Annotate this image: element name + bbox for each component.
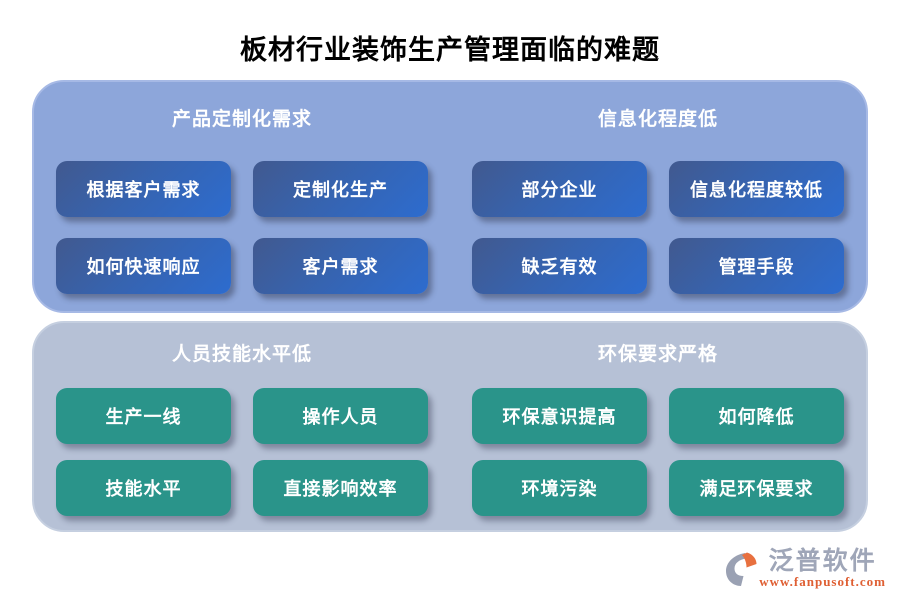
- issue-button[interactable]: 如何降低: [669, 388, 844, 444]
- panel-skill-environment: 人员技能水平低 生产一线 操作人员 技能水平 直接影响效率 环保要求严格 环保意…: [32, 321, 868, 532]
- issue-button[interactable]: 满足环保要求: [669, 460, 844, 516]
- issue-button[interactable]: 如何快速响应: [56, 238, 231, 294]
- section-environmental-requirements: 环保要求严格 环保意识提高 如何降低 环境污染 满足环保要求: [450, 323, 866, 530]
- issue-button[interactable]: 缺乏有效: [472, 238, 647, 294]
- issue-button[interactable]: 客户需求: [253, 238, 428, 294]
- section-header: 环保要求严格: [597, 344, 718, 365]
- issue-button[interactable]: 信息化程度较低: [669, 161, 844, 217]
- brand-url-link[interactable]: www.fanpusoft.com: [759, 574, 886, 589]
- page-title: 板材行业装饰生产管理面临的难题: [240, 35, 660, 65]
- section-header: 信息化程度低: [597, 109, 718, 130]
- section-header: 产品定制化需求: [171, 109, 312, 130]
- panel-customization-informatization: 产品定制化需求 根据客户需求 定制化生产 如何快速响应 客户需求 信息化程度低 …: [32, 80, 868, 313]
- issue-button[interactable]: 生产一线: [56, 388, 231, 444]
- section-product-customization: 产品定制化需求 根据客户需求 定制化生产 如何快速响应 客户需求: [34, 82, 450, 311]
- issue-button[interactable]: 直接影响效率: [253, 460, 428, 516]
- fanpu-logo-icon: [723, 548, 759, 595]
- section-low-skill-level: 人员技能水平低 生产一线 操作人员 技能水平 直接影响效率: [34, 323, 450, 530]
- issue-button[interactable]: 环境污染: [472, 460, 647, 516]
- issue-button[interactable]: 操作人员: [253, 388, 428, 444]
- issue-button[interactable]: 部分企业: [472, 161, 647, 217]
- issue-button[interactable]: 定制化生产: [253, 161, 428, 217]
- issue-button[interactable]: 环保意识提高: [472, 388, 647, 444]
- issue-button[interactable]: 技能水平: [56, 460, 231, 516]
- issue-button[interactable]: 根据客户需求: [56, 161, 231, 217]
- brand-name: 泛普软件: [768, 547, 877, 575]
- brand-footer: 泛普软件 www.fanpusoft.com: [723, 548, 886, 595]
- section-low-informatization: 信息化程度低 部分企业 信息化程度较低 缺乏有效 管理手段: [450, 82, 866, 311]
- issue-button[interactable]: 管理手段: [669, 238, 844, 294]
- section-header: 人员技能水平低: [171, 344, 312, 365]
